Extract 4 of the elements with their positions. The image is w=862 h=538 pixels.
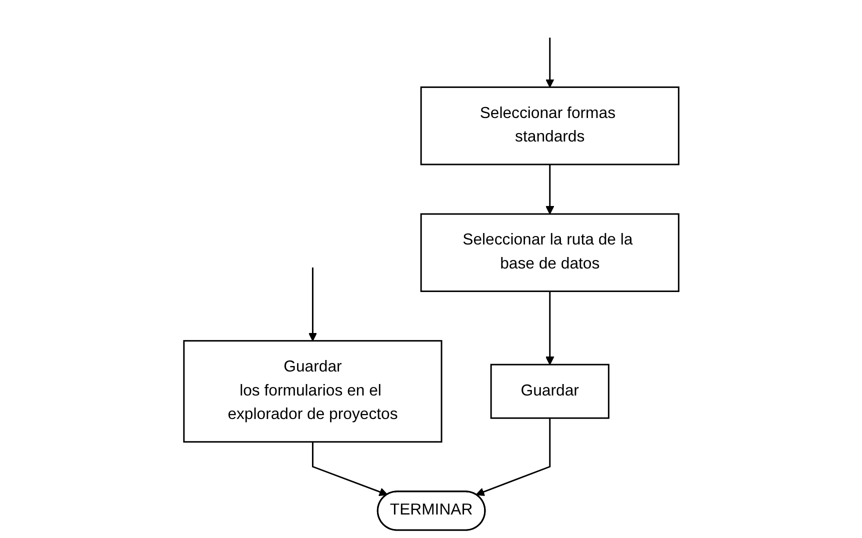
node-box: Guardar xyxy=(490,364,610,419)
node-box: Guardar los formularios en el explorador de proyectos xyxy=(182,340,442,443)
node-box: Seleccionar formas standards xyxy=(420,86,680,166)
node-box: Seleccionar la ruta de la base de datos xyxy=(420,213,680,292)
